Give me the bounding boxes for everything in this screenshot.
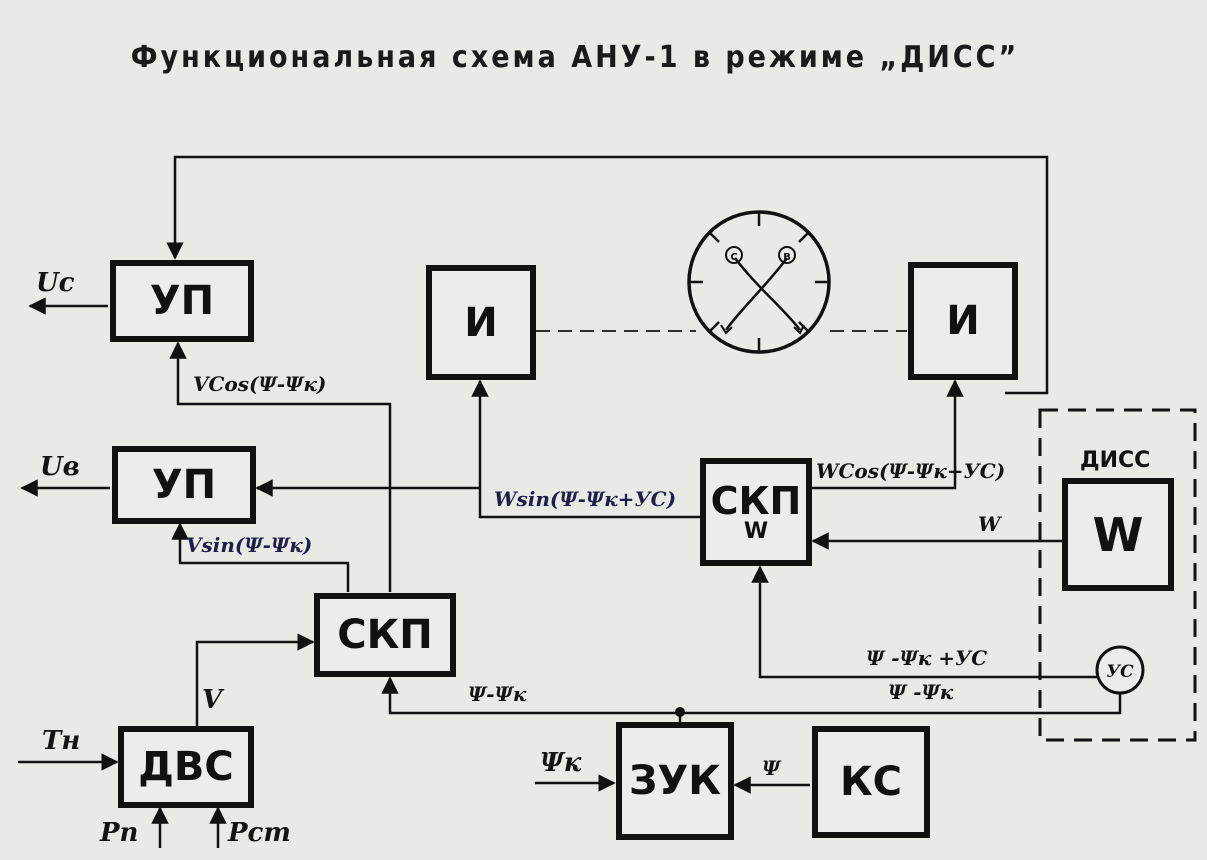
- label-w: W: [978, 512, 1001, 536]
- block-w: W: [1062, 478, 1174, 591]
- block-up-bottom-label: УП: [151, 462, 217, 508]
- diss-enclosure: [1038, 408, 1197, 742]
- block-zuk: ЗУК: [616, 722, 734, 840]
- label-vcos: VCos(Ψ-Ψк): [193, 372, 327, 396]
- block-zuk-label: ЗУК: [629, 758, 721, 804]
- line-wsin: [471, 379, 701, 519]
- label-psi-diff-right: Ψ -Ψк: [888, 680, 954, 704]
- label-pst: Pст: [228, 818, 291, 848]
- line-feedback-top: [166, 155, 1049, 395]
- diagram-title: Функциональная схема АНУ-1 в режиме „ДИС…: [130, 40, 1020, 75]
- block-up-top: УП: [110, 260, 254, 342]
- label-psi-us: Ψ -Ψк +УС: [866, 646, 988, 670]
- block-dvs: ДВС: [118, 726, 254, 808]
- label-psi: Ψ: [762, 756, 781, 780]
- indicator-mark-b: В: [783, 252, 791, 263]
- label-pn: Pп: [100, 818, 139, 848]
- diss-label: ДИСС: [1080, 448, 1151, 473]
- label-wsin: Wsin(Ψ-Ψк+УС): [494, 487, 677, 511]
- block-w-label: W: [1092, 507, 1144, 562]
- block-skp-right: СКП W: [700, 458, 812, 566]
- label-psik: Ψк: [540, 748, 582, 778]
- drift-sensor-label: УС: [1106, 662, 1134, 682]
- block-i-left: И: [426, 265, 536, 380]
- label-vsin: Vsin(Ψ-Ψк): [186, 533, 313, 557]
- block-skp-left: СКП: [314, 593, 456, 677]
- line-wcos: [811, 379, 964, 490]
- block-skp-right-label: СКП: [710, 479, 802, 523]
- label-ub: Uв: [40, 452, 80, 482]
- block-skp-right-sub: W: [743, 519, 769, 544]
- junction-dot: [675, 707, 685, 717]
- indicator-mark-c: С: [730, 252, 737, 263]
- label-tn: Tн: [42, 726, 81, 756]
- line-v: [195, 633, 315, 726]
- line-vsin: [171, 522, 350, 592]
- block-i-left-label: И: [464, 299, 498, 346]
- block-i-right-label: И: [946, 298, 980, 344]
- line-psi-us: [751, 565, 1098, 679]
- block-i-right: И: [908, 262, 1018, 380]
- label-uc: Uc: [36, 268, 75, 298]
- block-up-top-label: УП: [149, 278, 215, 324]
- indicator-dial: [687, 210, 831, 354]
- block-dvs-label: ДВС: [138, 744, 234, 790]
- line-psi-diff: [381, 676, 1122, 715]
- label-psi-diff-left: Ψ-Ψк: [468, 682, 527, 706]
- block-ks: КС: [812, 726, 930, 838]
- block-up-bottom: УП: [112, 446, 256, 524]
- label-v: V: [202, 685, 223, 715]
- block-skp-left-label: СКП: [337, 612, 433, 658]
- drift-sensor-circle: [1095, 645, 1145, 695]
- line-vcos: [169, 341, 392, 592]
- block-ks-label: КС: [839, 759, 903, 805]
- label-wcos: WCos(Ψ-Ψк+УС): [816, 459, 1006, 483]
